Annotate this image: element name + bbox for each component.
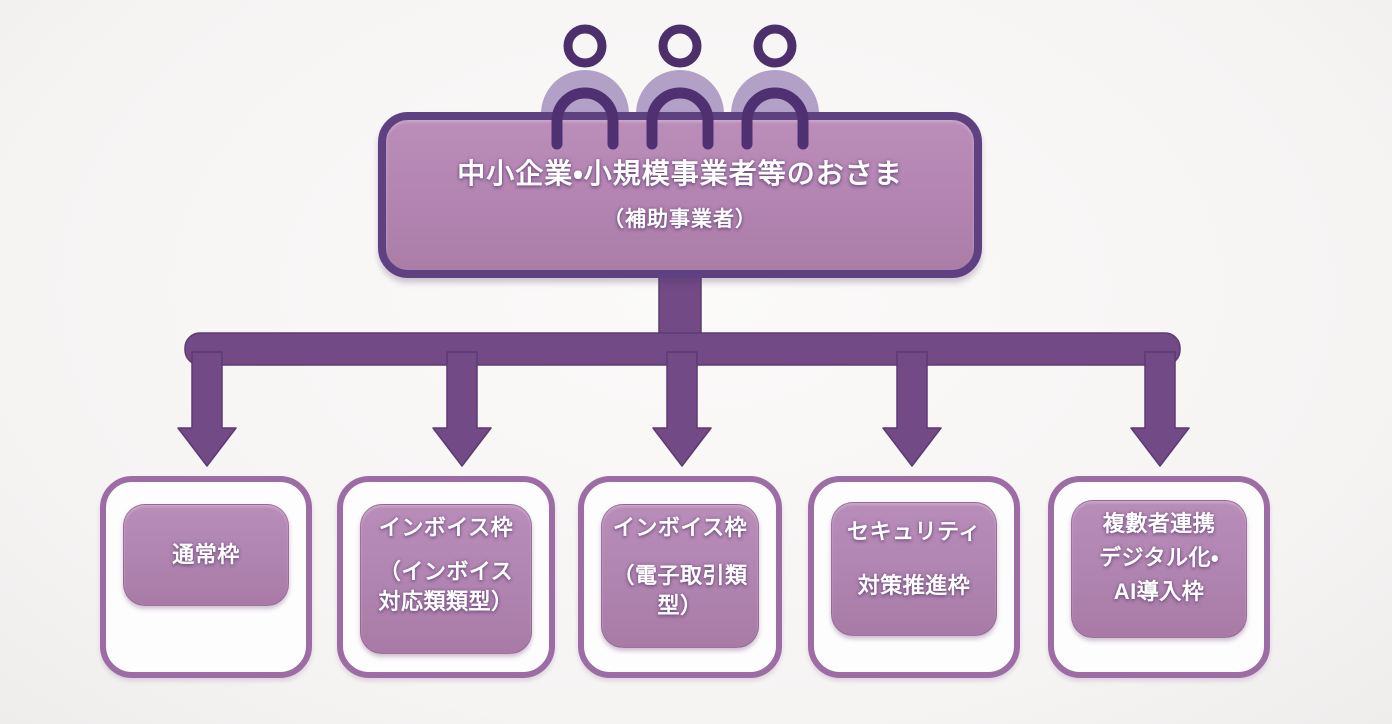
down-arrow-icon bbox=[882, 351, 942, 467]
applicants-box-title: 中小企業・小規模事業者等のおさま bbox=[457, 158, 903, 190]
branch-label: 通常枠 bbox=[123, 504, 289, 606]
person-body-icon bbox=[541, 70, 629, 114]
branch-label-line: （電子取引類 bbox=[612, 563, 748, 588]
applicants-box: 中小企業・小規模事業者等のおさま （補助事業者） bbox=[378, 112, 982, 278]
branch-label-line: （インボイス bbox=[378, 559, 514, 584]
person-body-icon bbox=[636, 70, 724, 114]
branch-label: インボイス枠 （インボイス 対応類類型） bbox=[360, 504, 532, 654]
branch-label: セキュリティ 対策推進枠 bbox=[831, 502, 997, 636]
person-head-icon bbox=[658, 24, 702, 68]
down-arrow-icon bbox=[432, 351, 492, 467]
connector-stem bbox=[658, 271, 702, 343]
branch-label: インボイス枠 （電子取引類 型） bbox=[601, 504, 759, 648]
down-arrow-icon bbox=[1130, 351, 1190, 467]
branch-label-line: デジタル化・ bbox=[1098, 545, 1220, 570]
branch-box-normal: 通常枠 bbox=[100, 476, 312, 678]
branch-box-security: セキュリティ 対策推進枠 bbox=[808, 476, 1020, 678]
branch-box-invoice-support: インボイス枠 （インボイス 対応類類型） bbox=[337, 476, 555, 678]
branch-label-line: 複數者連携 bbox=[1102, 511, 1216, 536]
branch-label-line: 通常枠 bbox=[172, 542, 240, 567]
branch-box-multi-digital-ai: 複數者連携 デジタル化・ AI導入枠 bbox=[1048, 476, 1270, 678]
branch-label-line: 対応類類型） bbox=[378, 589, 514, 614]
connector-bar bbox=[184, 332, 1181, 366]
down-arrow-icon bbox=[652, 351, 712, 467]
down-arrow-icon bbox=[177, 351, 237, 467]
person-body-icon bbox=[731, 70, 819, 114]
branch-label-line: 対策推進枠 bbox=[857, 573, 971, 598]
branch-label-line: セキュリティ bbox=[847, 519, 981, 544]
branch-label-line: 型） bbox=[657, 593, 703, 618]
branch-label: 複數者連携 デジタル化・ AI導入枠 bbox=[1071, 500, 1247, 638]
person-head-icon bbox=[753, 24, 797, 68]
person-head-icon bbox=[563, 24, 607, 68]
branch-label-line: AI導入枠 bbox=[1113, 579, 1205, 604]
branch-label-line: インボイス枠 bbox=[612, 515, 748, 540]
branch-box-invoice-etrade: インボイス枠 （電子取引類 型） bbox=[578, 476, 782, 678]
branch-label-line: インボイス枠 bbox=[378, 515, 514, 540]
applicants-box-subtitle: （補助事業者） bbox=[603, 207, 757, 231]
